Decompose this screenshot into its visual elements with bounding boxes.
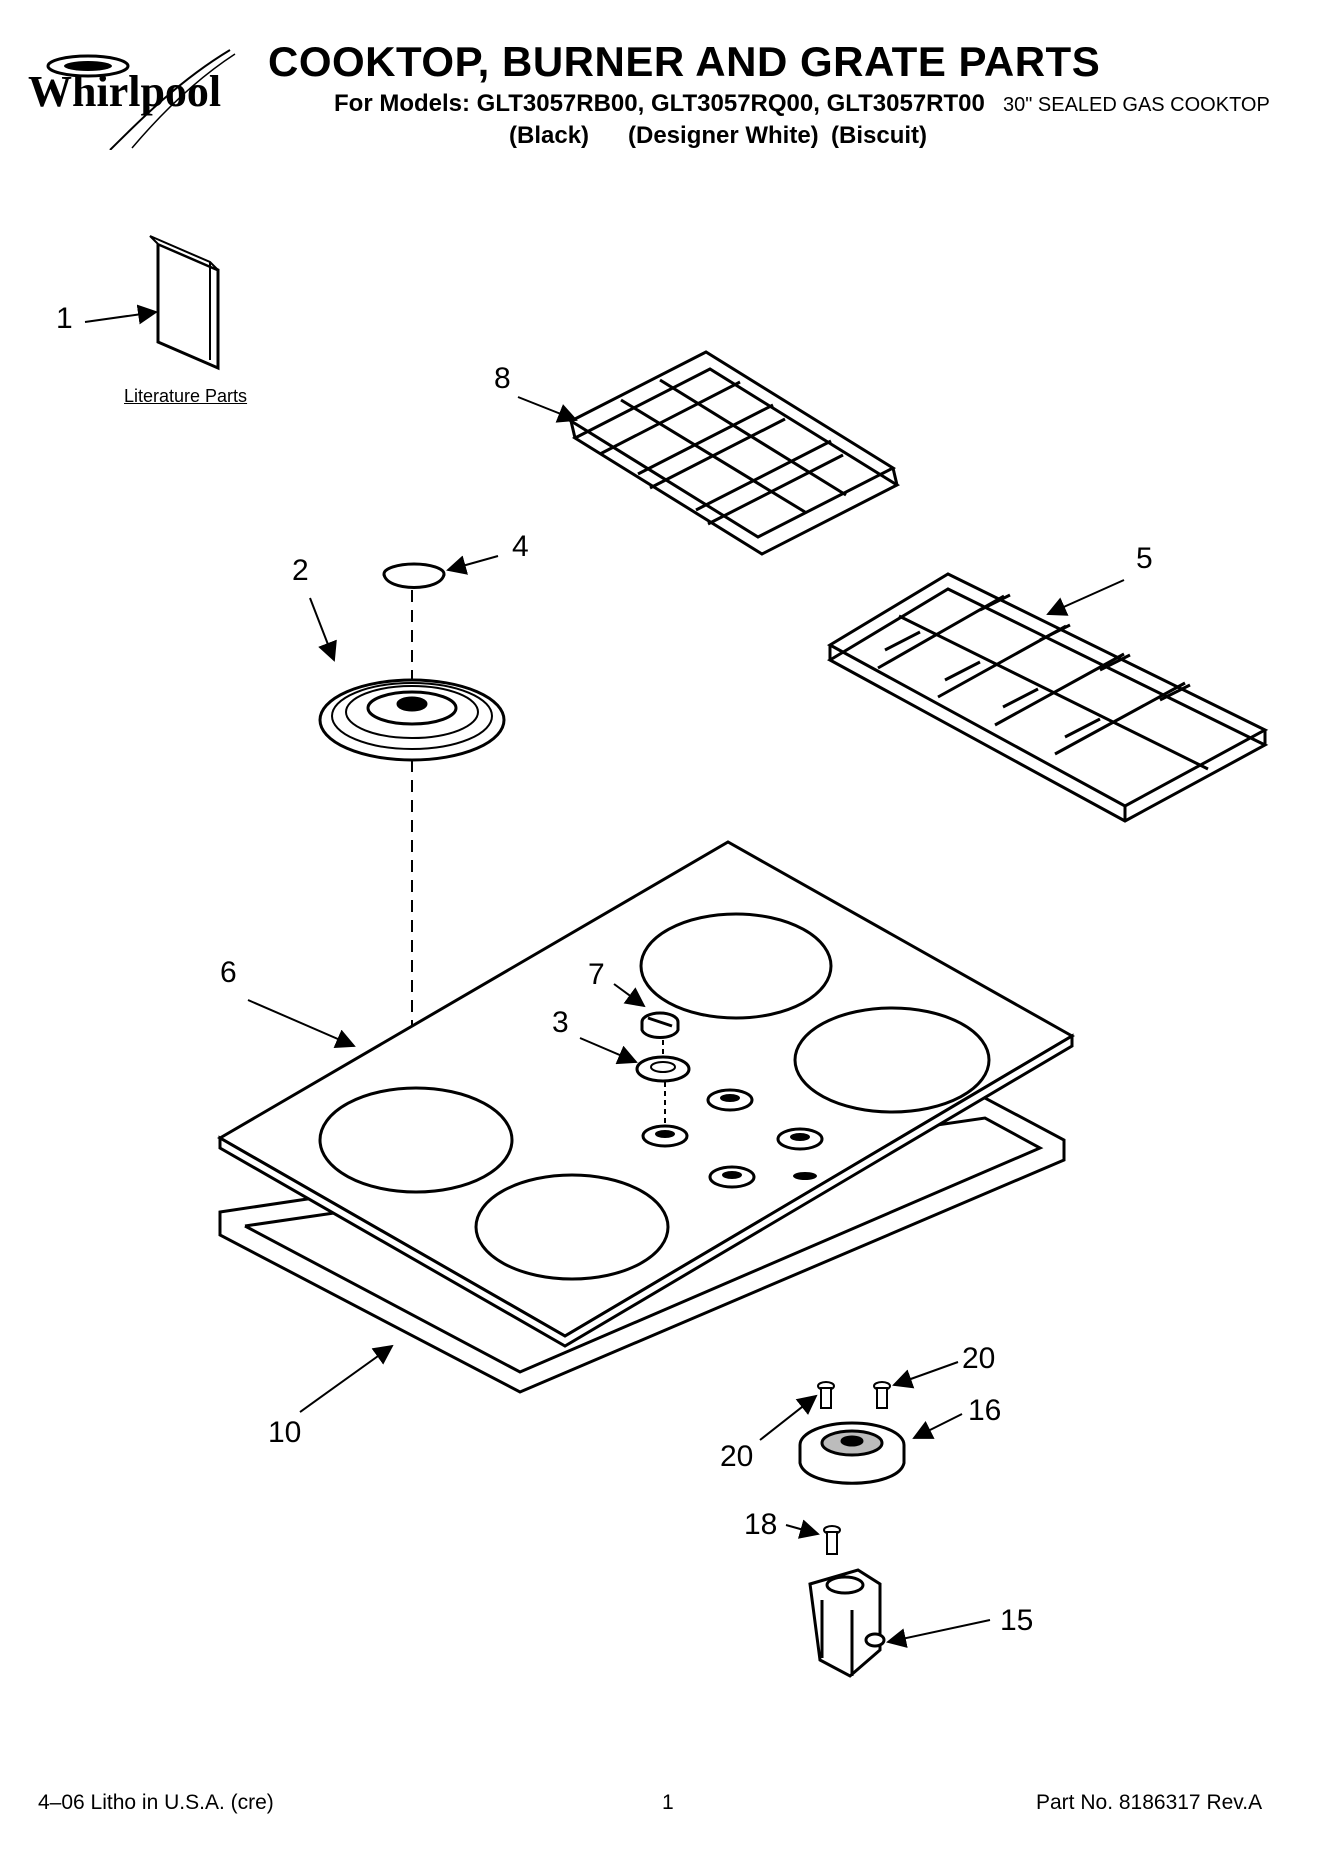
footer-print-info: 4–06 Litho in U.S.A. (cre) — [38, 1791, 274, 1814]
callout-8: 8 — [494, 362, 511, 395]
callout-16: 16 — [968, 1394, 1002, 1427]
callout-2: 2 — [292, 554, 309, 587]
callout-3: 3 — [552, 1006, 569, 1039]
screw-valve — [823, 1525, 841, 1555]
callout-1: 1 — [56, 302, 73, 335]
callout-5: 5 — [1136, 542, 1153, 575]
leader-lines — [84, 304, 1125, 1648]
burner-base — [318, 678, 506, 762]
callout-18: 18 — [744, 1508, 778, 1541]
variant-designer-white: (Designer White) — [628, 122, 819, 149]
burner-assembly — [798, 1421, 906, 1485]
brand-logo — [20, 40, 270, 151]
knob-bezel — [635, 1055, 691, 1083]
callout-20-left: 20 — [720, 1440, 754, 1473]
whirlpool-logo-icon — [46, 49, 236, 151]
grate-small — [567, 350, 901, 556]
callout-20-right: 20 — [962, 1342, 996, 1375]
literature-part — [149, 235, 220, 371]
footer-part-number: Part No. 8186317 Rev.A — [1036, 1791, 1263, 1814]
burner-cap — [382, 562, 446, 589]
callout-6: 6 — [220, 956, 237, 989]
page-title: COOKTOP, BURNER AND GRATE PARTS — [268, 38, 1101, 85]
callout-15: 15 — [1000, 1604, 1034, 1637]
callout-10: 10 — [268, 1416, 302, 1449]
control-knob — [640, 1011, 680, 1039]
brand-name: Whirlpool — [28, 67, 222, 116]
literature-parts-label: Literature Parts — [124, 386, 248, 406]
screw-right — [873, 1381, 891, 1409]
gas-valve — [808, 1568, 886, 1678]
model-numbers: For Models: GLT3057RB00, GLT3057RQ00, GL… — [334, 90, 985, 117]
variant-biscuit: (Biscuit) — [831, 122, 927, 149]
screw-left — [817, 1381, 835, 1409]
callout-7: 7 — [588, 958, 605, 991]
cooktop-surface — [217, 840, 1075, 1348]
variant-black: (Black) — [509, 122, 590, 149]
grate-large — [826, 572, 1269, 823]
callout-4: 4 — [512, 530, 529, 563]
footer-page-number: 1 — [662, 1791, 674, 1814]
product-subtitle: 30" SEALED GAS COOKTOP — [1003, 94, 1270, 116]
